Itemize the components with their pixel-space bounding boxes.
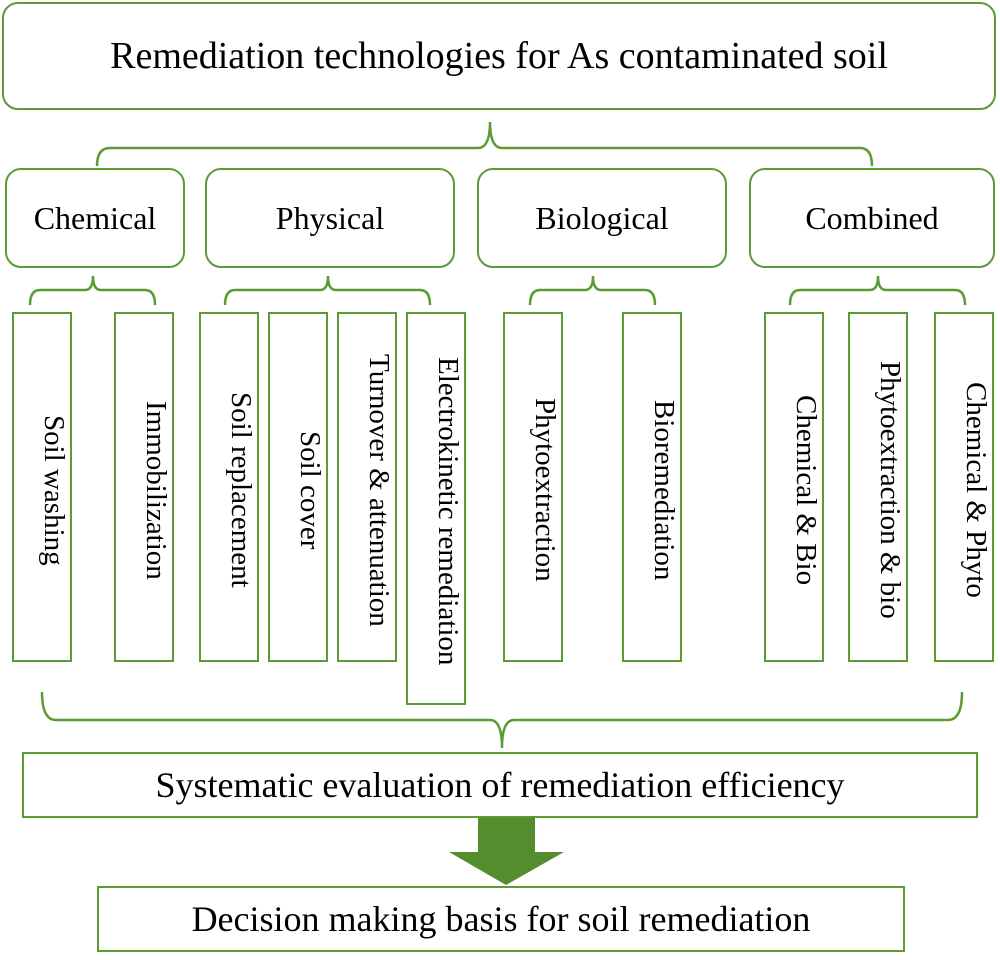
title: Remediation technologies for As contamin… [110, 35, 888, 77]
top-brace [95, 121, 874, 167]
leaf-label: Soil cover [294, 430, 326, 550]
leaf-turnover-attenuation: Turnover & attenuation [337, 312, 397, 662]
leaf-label: Soil washing [38, 414, 70, 566]
leaf-label: Phytoextraction & bio [874, 361, 906, 619]
leaf-soil-washing: Soil washing [12, 312, 72, 662]
leaf-chemical-bio: Chemical & Bio [764, 312, 824, 662]
leaf-label: Bioremediation [648, 399, 680, 581]
category-biological: Biological [477, 168, 727, 268]
leaf-label: Electrokinetic remediation [432, 357, 464, 666]
category-label: Chemical [33, 199, 157, 236]
down-arrow-icon [449, 818, 564, 885]
leaf-bioremediation: Bioremediation [622, 312, 682, 662]
biological-brace [528, 275, 657, 306]
category-physical: Physical [205, 168, 455, 268]
physical-brace [223, 275, 432, 306]
decision-label: Decision making basis for soil remediati… [191, 899, 811, 939]
leaf-label: Soil replacement [225, 392, 257, 588]
category-label: Physical [275, 199, 385, 236]
bottom-brace [40, 691, 964, 749]
leaf-phytoextraction-bio: Phytoextraction & bio [848, 312, 908, 662]
leaf-label: Phytoextraction [529, 398, 561, 582]
leaf-soil-replacement: Soil replacement [199, 312, 259, 662]
leaf-label: Turnover & attenuation [363, 353, 395, 627]
leaf-label: Chemical & Bio [790, 394, 822, 586]
leaf-label: Chemical & Phyto [960, 382, 992, 598]
evaluation-box: Systematic evaluation of remediation eff… [22, 752, 978, 818]
leaf-phytoextraction: Phytoextraction [503, 312, 563, 662]
category-chemical: Chemical [5, 168, 185, 268]
chemical-brace [28, 275, 157, 306]
category-combined: Combined [749, 168, 995, 268]
title-box: Remediation technologies for As contamin… [2, 2, 996, 110]
leaf-soil-cover: Soil cover [268, 312, 328, 662]
leaf-label: Immobilization [140, 400, 172, 580]
category-label: Biological [535, 199, 669, 236]
combined-brace [788, 275, 967, 306]
leaf-immobilization: Immobilization [114, 312, 174, 662]
evaluation-label: Systematic evaluation of remediation eff… [155, 765, 845, 805]
leaf-chemical-phyto: Chemical & Phyto [934, 312, 994, 662]
decision-box: Decision making basis for soil remediati… [97, 886, 905, 952]
leaf-electrokinetic-remediation: Electrokinetic remediation [406, 312, 466, 705]
category-label: Combined [805, 199, 939, 236]
